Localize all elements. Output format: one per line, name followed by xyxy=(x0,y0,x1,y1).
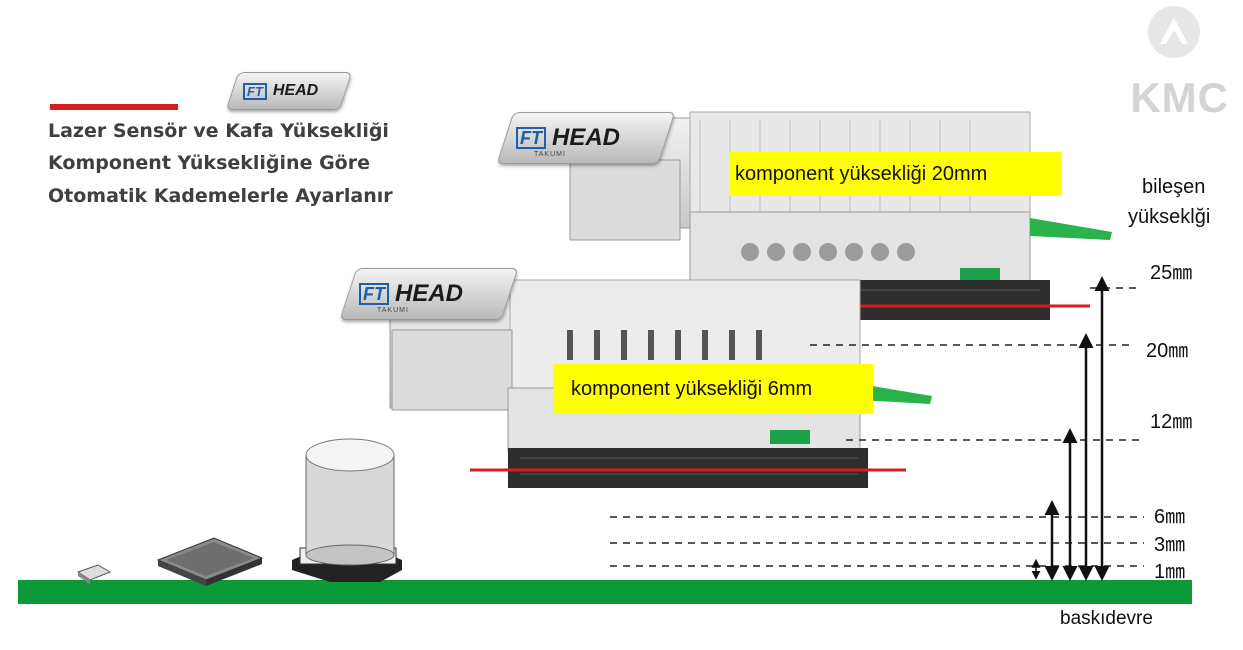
level-label-25: 25㎜ xyxy=(1150,262,1193,284)
level-label-12: 12㎜ xyxy=(1150,411,1193,433)
ft-logo-icon: FT xyxy=(516,127,546,149)
kmc-logo xyxy=(1140,2,1240,112)
title-line-3: Otomatik Kademelerle Ayarlanır xyxy=(48,185,393,207)
level-label-1: 1㎜ xyxy=(1154,561,1186,583)
lower-head-logo-text: HEAD xyxy=(395,280,464,307)
upper-head-label-text: komponent yüksekliği 20mm xyxy=(735,162,988,185)
height-arrows xyxy=(1031,276,1110,581)
lower-head-label-text: komponent yüksekliği 6mm xyxy=(571,377,813,400)
level-label-20: 20㎜ xyxy=(1146,340,1189,362)
pcb-board xyxy=(18,580,1192,604)
level-label-6: 6㎜ xyxy=(1154,506,1186,528)
level-label-3: 3㎜ xyxy=(1154,534,1186,556)
title-line-1: Lazer Sensör ve Kafa Yüksekliği xyxy=(48,120,389,142)
lower-head-logo-sub: TAKUMI xyxy=(377,307,409,314)
lower-head-label: komponent yüksekliği 6mm xyxy=(553,364,873,414)
axis-title-line-2: yükseklği xyxy=(1128,206,1211,228)
axis-title-line-1: bileşen xyxy=(1142,176,1206,198)
lower-head-logo: FT HEAD TAKUMI xyxy=(339,268,519,320)
upper-head-label: komponent yüksekliği 20mm xyxy=(729,152,1062,196)
kmc-logo-text: KMC xyxy=(1130,74,1229,121)
upper-head-logo: FT HEAD TAKUMI xyxy=(496,112,676,164)
upper-head-logo-sub: TAKUMI xyxy=(534,151,566,158)
electrolytic-capacitor xyxy=(292,438,402,582)
board-label: baskıdevre xyxy=(1060,608,1153,629)
upper-head-logo-text: HEAD xyxy=(552,124,621,151)
kmc-emblem-icon xyxy=(1148,6,1200,58)
chip-resistor xyxy=(76,564,112,584)
ft-logo-icon: FT xyxy=(359,283,389,305)
title-line-2: Komponent Yüksekliğine Göre xyxy=(48,152,370,174)
laser-line-legend xyxy=(50,104,178,110)
qfp-ic-chip xyxy=(156,537,264,586)
